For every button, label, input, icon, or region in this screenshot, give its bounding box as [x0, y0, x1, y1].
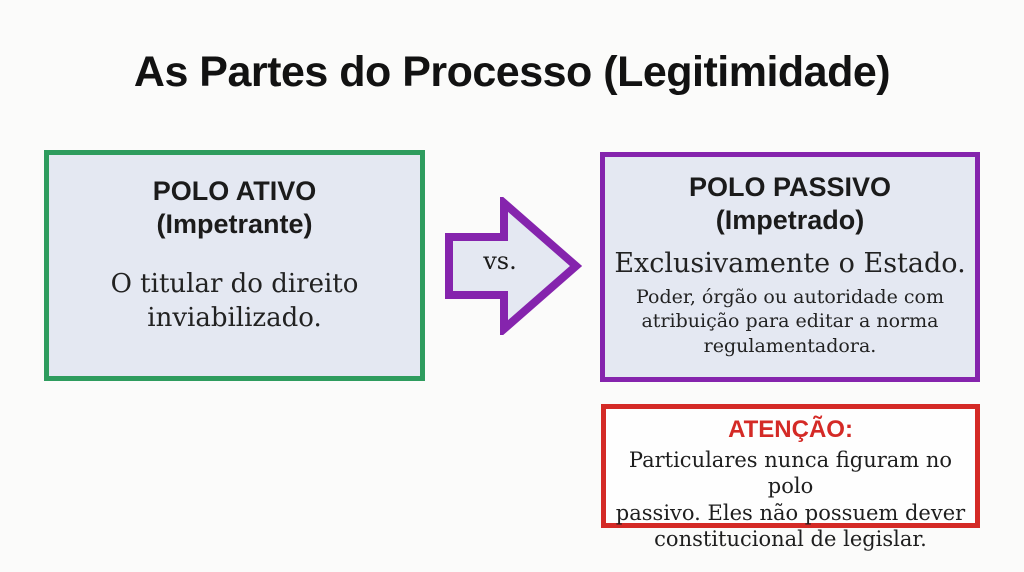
atencao-box: ATENÇÃO: Particulares nunca figuram no p…	[601, 404, 980, 551]
polo-ativo-heading: POLO ATIVO (Impetrante)	[49, 175, 420, 241]
polo-ativo-body-line2: inviabilizado.	[147, 303, 322, 334]
polo-passivo-detail: Poder, órgão ou autoridade com atribuiçã…	[605, 285, 975, 359]
polo-passivo-detail-line1: Poder, órgão ou autoridade com	[636, 285, 944, 308]
atencao-body: Particulares nunca figuram no polo passi…	[606, 447, 975, 552]
polo-ativo-box: POLO ATIVO (Impetrante) O titular do dir…	[44, 150, 425, 381]
versus-arrow: vs.	[444, 197, 582, 335]
polo-passivo-detail-line3: regulamentadora.	[703, 335, 877, 357]
polo-ativo-body-line1: O titular do direito	[110, 268, 359, 299]
polo-passivo-heading-line2: (Impetrado)	[715, 204, 865, 235]
polo-passivo-box: POLO PASSIVO (Impetrado) Exclusivamente …	[600, 152, 980, 382]
right-arrow-icon	[445, 197, 582, 335]
atencao-body-line3: constitucional de legislar.	[654, 526, 927, 551]
versus-label: vs.	[483, 247, 517, 275]
atencao-body-line2: passivo. Eles não possuem dever	[615, 500, 966, 525]
atencao-body-line1: Particulares nunca figuram no polo	[628, 448, 953, 499]
slide-title: As Partes do Processo (Legitimidade)	[133, 48, 891, 96]
polo-passivo-subtitle: Exclusivamente o Estado.	[614, 247, 966, 279]
polo-ativo-heading-line2: (Impetrante)	[156, 208, 313, 239]
atencao-heading: ATENÇÃO:	[728, 416, 853, 443]
polo-passivo-heading-line1: POLO PASSIVO	[688, 172, 892, 202]
polo-ativo-heading-line1: POLO ATIVO	[152, 176, 317, 206]
polo-ativo-body: O titular do direito inviabilizado.	[49, 267, 420, 336]
polo-passivo-heading: POLO PASSIVO (Impetrado)	[605, 171, 975, 237]
polo-passivo-detail-line2: atribuição para editar a norma	[641, 310, 939, 333]
